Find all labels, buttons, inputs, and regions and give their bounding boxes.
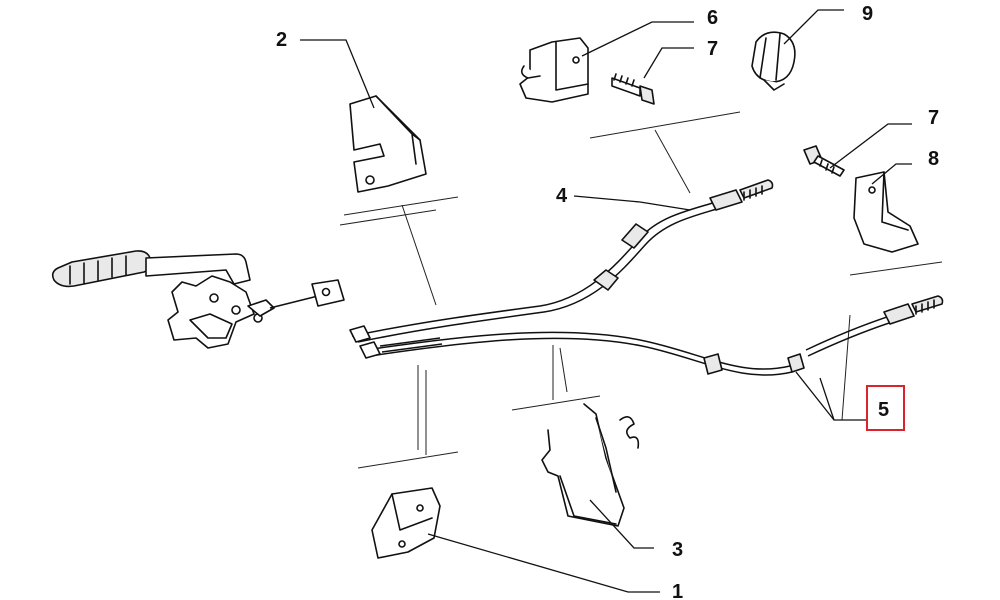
bracket-part-8 xyxy=(853,171,919,253)
spring-clip-part-3 xyxy=(541,403,640,527)
bracket-part-1 xyxy=(371,487,441,559)
callout-1: 1 xyxy=(672,581,683,600)
callout-9: 9 xyxy=(862,3,873,25)
callout-labels: 2 6 7 9 7 8 4 5 3 1 xyxy=(276,3,939,600)
callout-5: 5 xyxy=(878,399,889,421)
handbrake-lever xyxy=(51,250,345,349)
callout-2: 2 xyxy=(276,29,287,51)
reference-planes xyxy=(339,111,943,469)
callout-8: 8 xyxy=(928,148,939,170)
highlight-box xyxy=(866,385,905,431)
callout-3: 3 xyxy=(672,539,683,561)
callout-6: 6 xyxy=(707,7,718,29)
cable-4 xyxy=(349,179,774,343)
bracket-part-2 xyxy=(349,95,427,193)
callout-7-right: 7 xyxy=(928,107,939,129)
leader-lines xyxy=(300,9,912,593)
clip-part-6 xyxy=(519,37,589,103)
callout-4: 4 xyxy=(556,185,568,207)
bolt-part-7-right xyxy=(803,145,845,177)
cable-5 xyxy=(359,295,944,376)
grommet-part-9 xyxy=(751,31,796,91)
bolt-part-7-top xyxy=(611,73,655,105)
callout-7-top: 7 xyxy=(707,38,718,60)
